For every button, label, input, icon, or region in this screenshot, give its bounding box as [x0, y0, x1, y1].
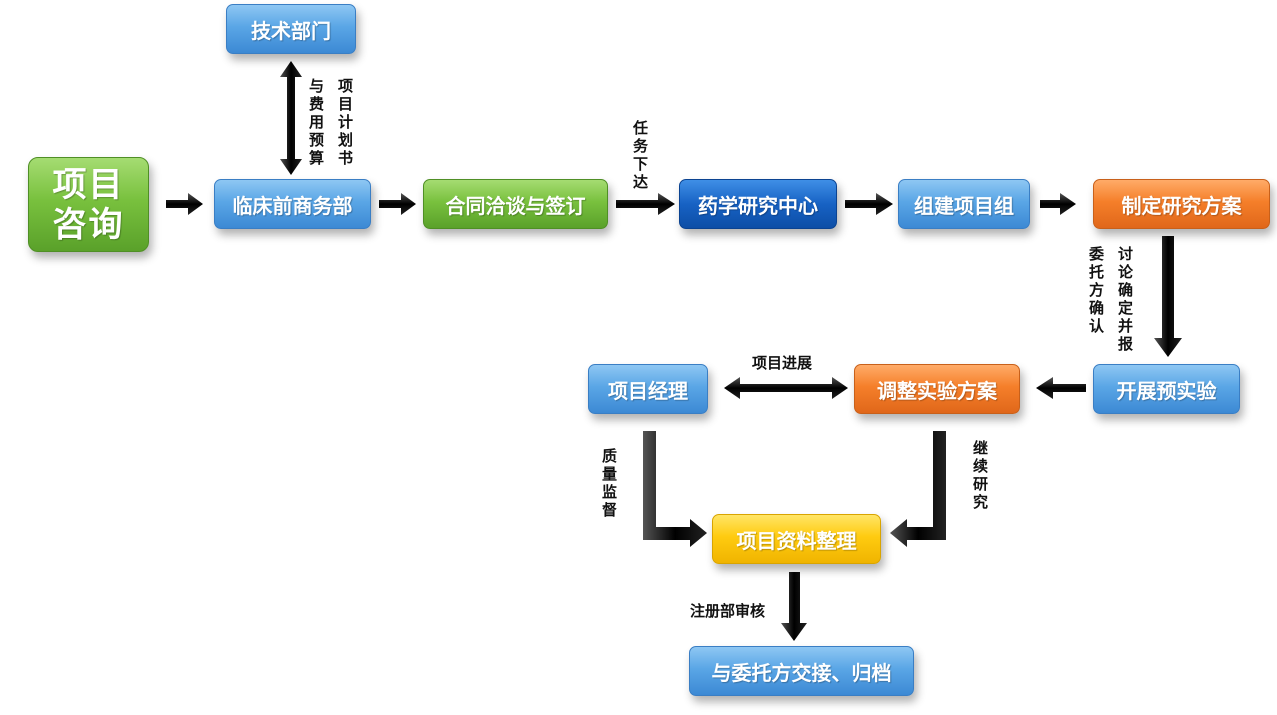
- node-project-manager: 项目经理: [588, 364, 708, 414]
- arrow-consult-to-business: [166, 193, 203, 215]
- label-progress: 项目进展: [752, 354, 813, 372]
- arrow-contract-to-center: [616, 193, 675, 215]
- node-pre-experiment: 开展预实验: [1093, 364, 1240, 414]
- label-with-budget: 与费用预算: [307, 78, 325, 168]
- node-preclinical-business-label: 临床前商务部: [232, 193, 353, 218]
- label-continue-research: 继续研究: [971, 440, 989, 512]
- label-discuss-report: 讨论确定并报: [1116, 246, 1134, 354]
- node-tech-dept: 技术部门: [226, 4, 356, 54]
- node-data-organize: 项目资料整理: [712, 514, 881, 564]
- label-quality-supervision: 质量监督: [600, 448, 618, 520]
- arrow-center-to-team: [845, 193, 893, 215]
- node-contract: 合同洽谈与签订: [423, 179, 608, 229]
- node-handover: 与委托方交接、归档: [689, 646, 914, 696]
- node-project-consult: 项目 咨询: [28, 157, 149, 252]
- arrow-manager-to-data: [643, 431, 707, 547]
- arrow-data-to-handover: [781, 572, 807, 641]
- node-tech-dept-label: 技术部门: [251, 18, 331, 43]
- node-build-team-label: 组建项目组: [914, 193, 1014, 218]
- arrow-plan-to-preexp: [1154, 236, 1182, 357]
- arrow-team-to-plan: [1040, 193, 1076, 215]
- arrow-tech-business-double: [280, 61, 302, 175]
- node-preclinical-business: 临床前商务部: [214, 179, 371, 229]
- node-build-team: 组建项目组: [898, 179, 1030, 229]
- node-pharma-center-label: 药学研究中心: [698, 193, 818, 218]
- node-adjust-plan-label: 调整实验方案: [877, 378, 997, 403]
- label-registration-review: 注册部审核: [690, 602, 766, 620]
- arrow-manager-adjust-double: [724, 377, 848, 399]
- node-project-consult-label: 项目 咨询: [52, 164, 125, 245]
- arrow-preexp-to-adjust: [1036, 377, 1086, 399]
- label-client-confirm: 委托方确认: [1087, 246, 1105, 336]
- node-project-manager-label: 项目经理: [608, 378, 688, 403]
- arrow-adjust-to-data: [890, 431, 946, 547]
- node-make-plan: 制定研究方案: [1093, 179, 1270, 229]
- label-plan-book: 项目计划书: [336, 78, 354, 168]
- node-make-plan-label: 制定研究方案: [1121, 193, 1242, 218]
- node-data-organize-label: 项目资料整理: [736, 528, 857, 553]
- node-pre-experiment-label: 开展预实验: [1116, 378, 1217, 403]
- node-handover-label: 与委托方交接、归档: [711, 660, 892, 685]
- node-pharma-center: 药学研究中心: [679, 179, 837, 229]
- arrow-business-to-contract: [379, 193, 416, 215]
- label-task-issued: 任务下达: [631, 120, 649, 192]
- node-adjust-plan: 调整实验方案: [854, 364, 1020, 414]
- node-contract-label: 合同洽谈与签订: [445, 193, 586, 218]
